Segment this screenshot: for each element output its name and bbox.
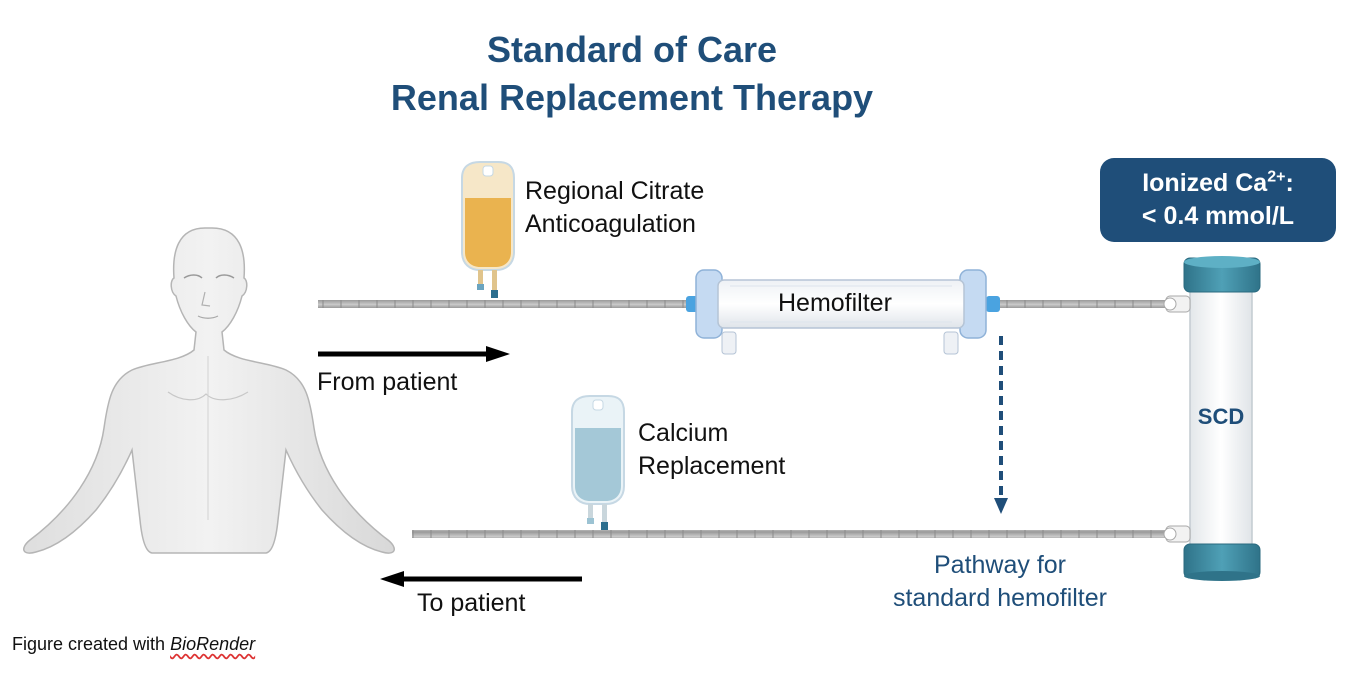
citrate-label-line2: Anticoagulation [525, 210, 696, 238]
to-patient-label: To patient [417, 589, 526, 617]
ionized-calcium-prefix: Ionized Ca [1142, 169, 1268, 197]
calcium-label-line2: Replacement [638, 452, 786, 480]
ionized-calcium-box: Ionized Ca2+: < 0.4 mmol/L [1100, 158, 1336, 242]
from-patient-label: From patient [317, 368, 458, 396]
return-tubing [412, 530, 1168, 538]
citrate-iv-bag-icon [461, 161, 515, 298]
from-patient-arrowhead [486, 346, 510, 362]
ionized-calcium-superscript: 2+ [1267, 168, 1286, 186]
pathway-label-line2: standard hemofilter [892, 584, 1107, 612]
filter-to-scd-tubing [996, 300, 1168, 308]
scd-label: SCD [1197, 404, 1245, 429]
ionized-calcium-value: < 0.4 mmol/L [1141, 202, 1295, 230]
hemofilter-icon [686, 269, 1000, 355]
pathway-arrowhead [994, 498, 1008, 514]
inflow-tubing [318, 300, 698, 308]
ionized-calcium-colon: : [1285, 169, 1294, 197]
diagram-title-line1: Standard of Care [486, 29, 778, 70]
patient-figure [23, 227, 395, 554]
scd-device-icon [1163, 256, 1261, 581]
pathway-label-line1: Pathway for [933, 551, 1066, 579]
attribution-footer: Figure created with BioRender [12, 634, 255, 655]
citrate-label-line1: Regional Citrate [525, 177, 705, 205]
diagram-title-line2: Renal Replacement Therapy [390, 77, 874, 118]
calcium-iv-bag-icon [571, 395, 625, 530]
ionized-calcium-line1: Ionized Ca2+: [1100, 167, 1336, 200]
attribution-brand: BioRender [170, 634, 256, 654]
hemofilter-label: Hemofilter [778, 289, 892, 317]
calcium-label-line1: Calcium [638, 419, 729, 447]
to-patient-arrowhead [380, 571, 404, 587]
attribution-prefix: Figure created with [12, 634, 171, 654]
